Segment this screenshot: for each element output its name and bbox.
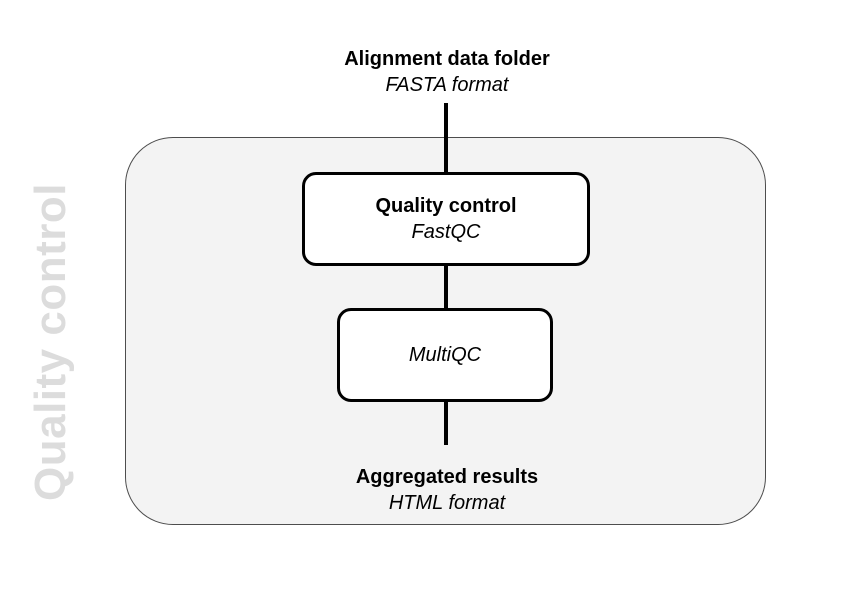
node-multiqc: MultiQC bbox=[337, 308, 553, 402]
output-subtitle: HTML format bbox=[388, 492, 506, 514]
connector-input-to-qc bbox=[444, 103, 448, 175]
connector-multiqc-to-output bbox=[444, 398, 448, 445]
node-quality-control-tool: FastQC bbox=[411, 221, 481, 243]
input-subtitle: FASTA format bbox=[385, 74, 509, 96]
node-multiqc-tool: MultiQC bbox=[408, 344, 482, 366]
input-label: Alignment data folder FASTA format bbox=[247, 46, 647, 98]
connector-qc-to-multiqc bbox=[444, 262, 448, 312]
output-label: Aggregated results HTML format bbox=[247, 464, 647, 516]
node-quality-control-title: Quality control bbox=[375, 195, 517, 217]
group-side-label-text: Quality control bbox=[26, 183, 75, 501]
node-quality-control: Quality control FastQC bbox=[302, 172, 590, 266]
input-title: Alignment data folder bbox=[344, 48, 550, 70]
output-title: Aggregated results bbox=[355, 466, 539, 488]
